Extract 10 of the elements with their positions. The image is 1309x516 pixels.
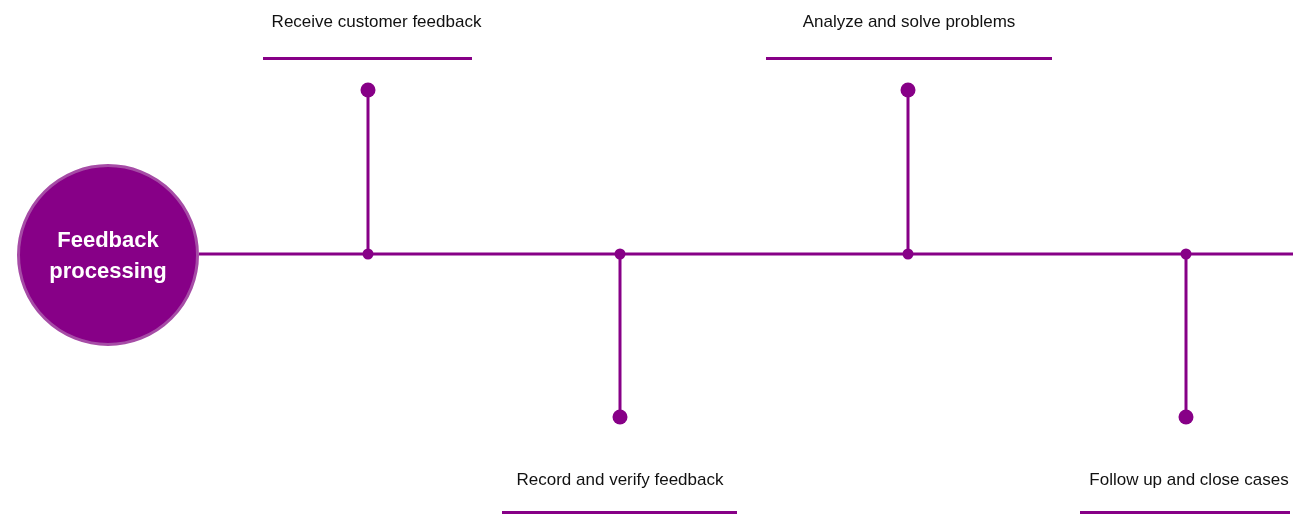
branch-line xyxy=(612,248,628,425)
timeline-line xyxy=(199,252,1293,256)
step-label: Receive customer feedback xyxy=(270,12,483,32)
step-label: Analyze and solve problems xyxy=(801,12,1017,32)
step-label: Follow up and close cases xyxy=(1088,470,1290,490)
step-label: Record and verify feedback xyxy=(515,470,725,490)
branch-line xyxy=(1178,248,1194,425)
hub-title: Feedback processing xyxy=(48,226,168,285)
branch-line xyxy=(900,82,916,260)
branch-line xyxy=(360,82,376,260)
